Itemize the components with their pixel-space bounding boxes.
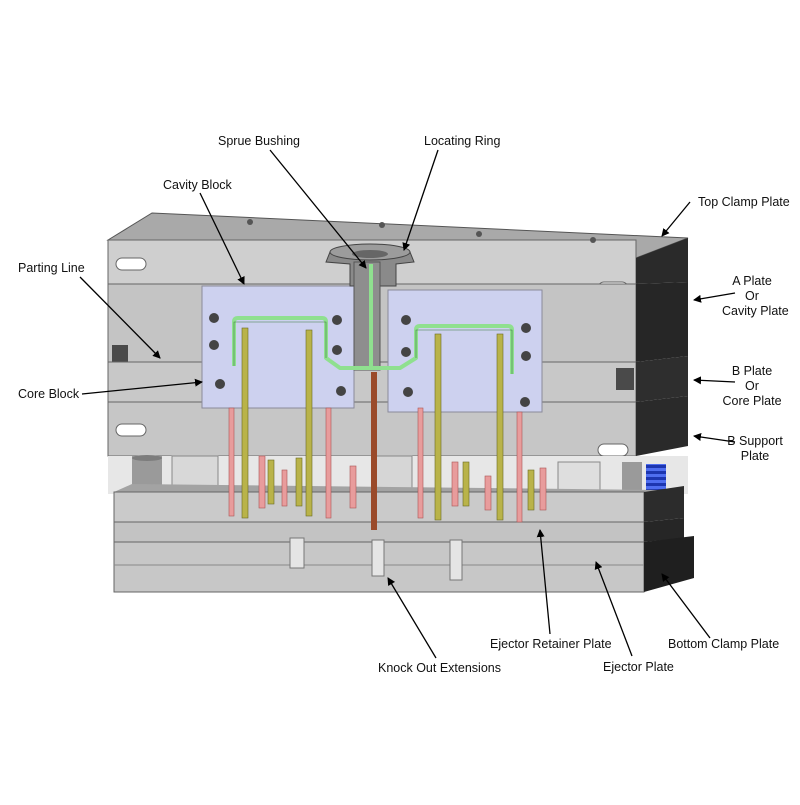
label-knock-out-extensions: Knock Out Extensions bbox=[378, 661, 501, 675]
label-a-plate-line3: Cavity Plate bbox=[722, 304, 789, 318]
return-pins bbox=[241, 327, 535, 521]
ejector-retainer-plate bbox=[113, 484, 684, 523]
sprue-puller-pin bbox=[371, 372, 377, 530]
runner-system bbox=[232, 264, 514, 374]
ejector-plate bbox=[113, 518, 684, 543]
label-b-support-plate: B Support Plate bbox=[722, 434, 788, 464]
label-bottom-clamp-plate: Bottom Clamp Plate bbox=[668, 637, 780, 651]
label-a-plate: A Plate Or Cavity Plate bbox=[722, 274, 789, 319]
label-locating-ring: Locating Ring bbox=[424, 134, 501, 148]
label-b-plate-line1: B Plate bbox=[731, 364, 773, 378]
leader-lines bbox=[79, 149, 736, 659]
label-ejector-plate: Ejector Plate bbox=[603, 660, 674, 674]
label-a-plate-line2: Or bbox=[745, 289, 759, 303]
knock-out-extensions bbox=[289, 537, 463, 581]
label-b-plate-line2: Or bbox=[745, 379, 759, 393]
bottom-clamp-plate bbox=[113, 536, 694, 593]
label-cavity-block: Cavity Block bbox=[163, 178, 232, 192]
label-b-support-line1: B Support bbox=[727, 434, 783, 448]
label-b-support-line2: Plate bbox=[740, 449, 770, 463]
label-a-plate-line1: A Plate bbox=[732, 274, 772, 288]
cavity-block bbox=[201, 285, 543, 413]
ejector-pins bbox=[228, 407, 547, 523]
label-core-block: Core Block bbox=[18, 387, 80, 401]
sprue-bushing bbox=[325, 243, 415, 371]
label-sprue-bushing: Sprue Bushing bbox=[218, 134, 301, 148]
label-top-clamp-plate: Top Clamp Plate bbox=[698, 195, 790, 209]
label-parting-line: Parting Line bbox=[18, 261, 85, 275]
label-b-plate: B Plate Or Core Plate bbox=[720, 364, 784, 409]
label-ejector-retainer-plate: Ejector Retainer Plate bbox=[490, 637, 612, 651]
label-b-plate-line3: Core Plate bbox=[722, 394, 782, 408]
